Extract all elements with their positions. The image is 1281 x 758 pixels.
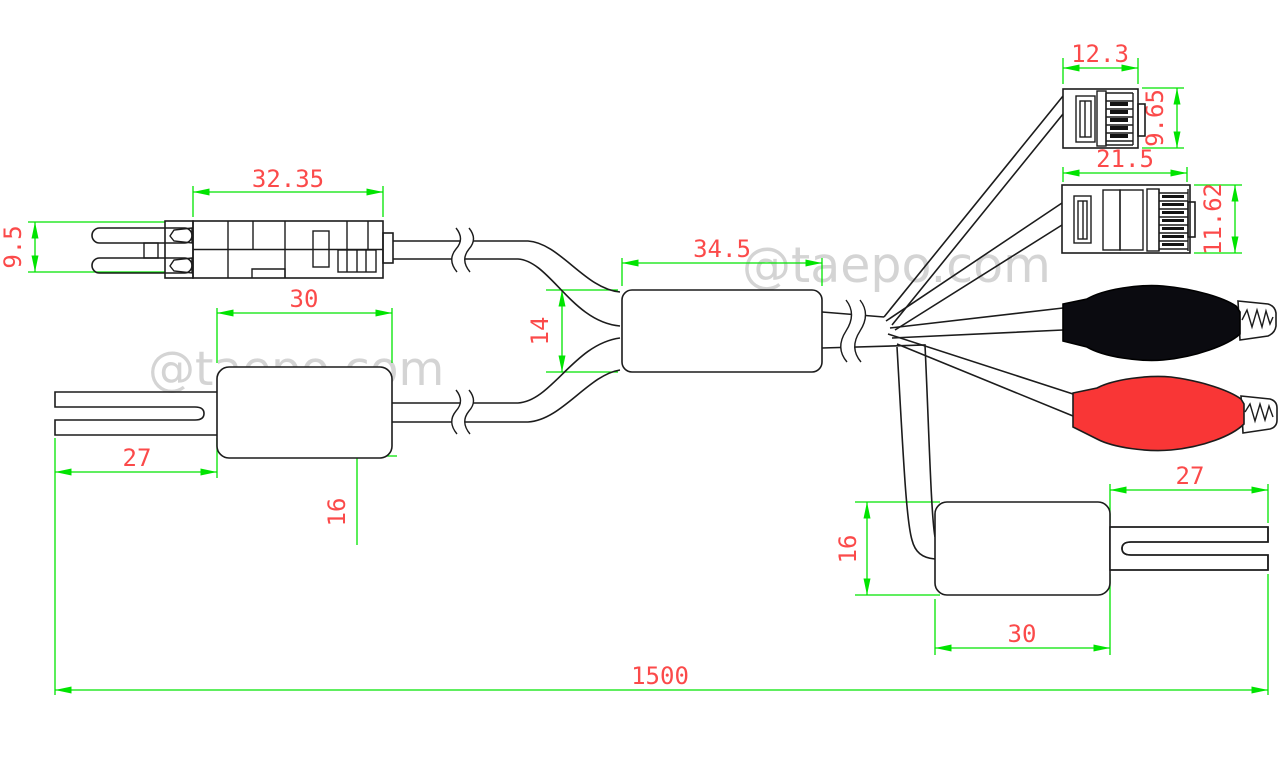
- dim-label-overall-length: 1500: [631, 662, 689, 690]
- dim-label-splitter-length: 34.5: [693, 235, 751, 263]
- dim-label-left-boot-height: 16: [323, 498, 351, 527]
- branch-down: [896, 346, 936, 560]
- splitter-body: [621, 289, 823, 373]
- extension-line: [546, 289, 618, 373]
- rj45-nose: [1187, 201, 1196, 238]
- rj45-connector: [1061, 184, 1196, 254]
- branch-rj11: [883, 95, 1064, 326]
- branch-red-clip: [887, 333, 1074, 417]
- dim-label-right-fork-length: 27: [1176, 462, 1205, 490]
- rj45-contacts: [1162, 195, 1184, 246]
- dim-label-right-boot-height: 16: [834, 535, 862, 564]
- clip-jaw-teeth: [1244, 401, 1274, 424]
- dim-label-rj45-height: 11.62: [1199, 183, 1227, 255]
- cable-boot-to-splitter: [392, 337, 621, 423]
- right-strain-relief-boot: [934, 501, 1111, 596]
- fork-blade: [54, 391, 217, 436]
- clip-jaw-teeth: [1241, 307, 1274, 330]
- left-strain-relief-boot: [216, 366, 393, 459]
- dim-label-plug-length: 32.35: [252, 165, 324, 193]
- dim-label-plug-height: 9.5: [0, 225, 27, 268]
- boot-body: [216, 366, 393, 459]
- cable-break-icon: [451, 389, 475, 435]
- clip-jaw: [1237, 300, 1277, 341]
- alligator-clip-red: [1072, 375, 1278, 452]
- alligator-clip-black: [1062, 284, 1277, 362]
- dim-label-right-boot-length: 30: [1008, 620, 1037, 648]
- dim-label-rj11-width: 12.3: [1071, 40, 1129, 68]
- test-plug: [91, 220, 394, 279]
- dim-label-rj45-width: 21.5: [1096, 145, 1154, 173]
- cable-break-icon: [840, 299, 867, 363]
- cable-break-icon: [451, 227, 475, 273]
- test-plug-pin-link: [143, 242, 159, 259]
- rj11-nose: [1137, 103, 1146, 137]
- dimension-lines: [28, 58, 1269, 695]
- dim-label-left-boot-length: 30: [290, 285, 319, 313]
- left-fork-terminal: [54, 391, 217, 436]
- watermark-text: @taepo.com: [742, 237, 1051, 294]
- clip-boot-red: [1072, 375, 1245, 452]
- branch-rj45: [885, 202, 1063, 331]
- dim-label-splitter-height: 14: [526, 317, 554, 346]
- branch-black-clip: [889, 307, 1064, 339]
- extension-line: [216, 308, 393, 363]
- dim-label-left-fork-length: 27: [123, 444, 152, 472]
- rj11-contacts: [1110, 102, 1128, 138]
- rj11-connector: [1062, 88, 1146, 149]
- test-plug-nose: [382, 232, 394, 264]
- clip-boot-black: [1062, 284, 1241, 362]
- right-fork-terminal: [1109, 526, 1269, 571]
- cable-plug-to-splitter: [393, 240, 621, 327]
